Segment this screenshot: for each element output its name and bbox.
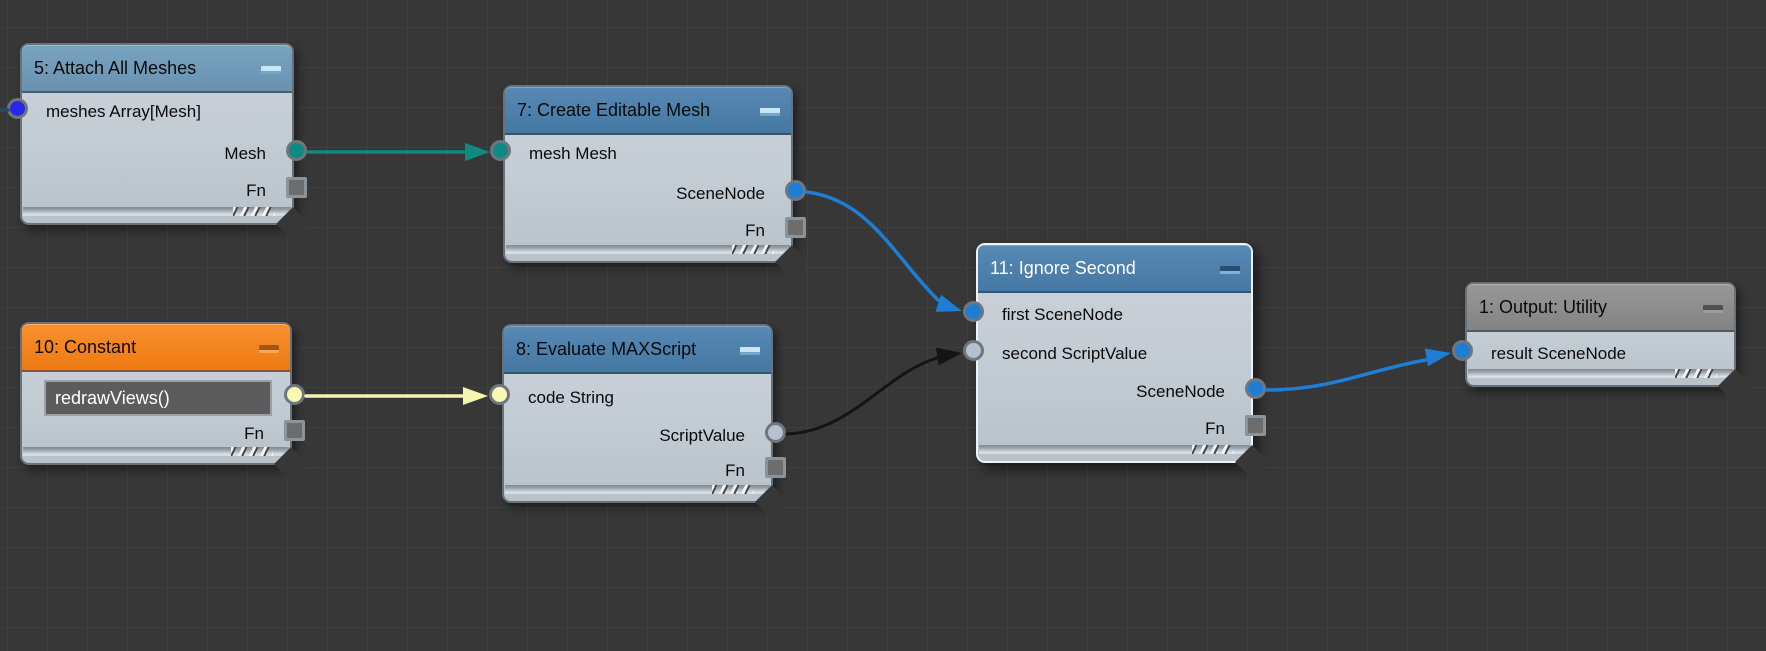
node-header[interactable]: 7: Create Editable Mesh — [505, 87, 791, 135]
port-mesh-out[interactable] — [286, 140, 307, 161]
node-header[interactable]: 1: Output: Utility — [1467, 284, 1734, 332]
port-label: SceneNode — [676, 184, 765, 203]
resize-grip-icon[interactable] — [233, 207, 275, 216]
port-scenenode-out[interactable] — [1245, 378, 1266, 399]
wire-scenenode-to-ignore[interactable] — [805, 190, 962, 312]
wire-scriptvalue[interactable] — [785, 347, 962, 436]
resize-grip-icon[interactable] — [1192, 445, 1234, 454]
wire-mesh[interactable] — [306, 143, 490, 161]
port-scriptvalue-out[interactable] — [765, 422, 786, 443]
port-label: first SceneNode — [1002, 305, 1123, 324]
port-label: Mesh — [224, 144, 266, 163]
wire-arrowhead-icon — [465, 143, 490, 161]
node-title: 7: Create Editable Mesh — [517, 100, 711, 120]
port-label: Fn — [725, 461, 745, 480]
port-first-scenenode-in[interactable] — [963, 301, 984, 322]
port-label: mesh Mesh — [529, 144, 617, 163]
port-fn-out[interactable] — [785, 217, 806, 238]
wire-arrowhead-icon — [463, 387, 488, 405]
resize-grip-icon[interactable] — [1675, 369, 1717, 378]
collapse-button[interactable] — [740, 347, 760, 355]
node-ignore-second[interactable]: 11: Ignore Second first SceneNode second S… — [963, 243, 1269, 479]
wire-arrowhead-icon — [1424, 348, 1451, 367]
node-header[interactable]: 8: Evaluate MAXScript — [504, 326, 771, 374]
port-label: Fn — [244, 424, 264, 443]
node-constant[interactable]: 10: Constant redrawViews() Fn — [20, 322, 308, 481]
port-label: ScriptValue — [659, 426, 745, 445]
port-label: result SceneNode — [1491, 344, 1627, 363]
port-label: Fn — [1205, 419, 1225, 438]
collapse-button[interactable] — [1703, 305, 1723, 313]
port-fn-out[interactable] — [1245, 415, 1266, 436]
port-fn-out[interactable] — [765, 457, 786, 478]
wire-scenenode-to-output[interactable] — [1265, 348, 1451, 392]
node-title: 5: Attach All Meshes — [34, 58, 197, 78]
resize-grip-icon[interactable] — [231, 447, 273, 456]
collapse-button[interactable] — [760, 108, 780, 116]
collapse-button[interactable] — [261, 66, 281, 74]
resize-grip-icon[interactable] — [712, 485, 754, 494]
node-header[interactable]: 10: Constant — [22, 324, 290, 372]
port-label: meshes Array[Mesh] — [46, 102, 201, 121]
node-title: 1: Output: Utility — [1479, 297, 1608, 317]
node-footer — [979, 445, 1250, 454]
wire-code-string[interactable] — [304, 387, 488, 405]
collapse-button[interactable] — [259, 345, 279, 353]
node-title: 11: Ignore Second — [990, 258, 1136, 278]
node-footer — [1468, 369, 1733, 378]
node-title: 10: Constant — [34, 337, 137, 357]
constant-value-input[interactable]: redrawViews() — [44, 380, 272, 416]
node-footer — [23, 207, 291, 216]
port-label: second ScriptValue — [1002, 344, 1148, 363]
node-footer — [506, 245, 790, 254]
node-header[interactable]: 11: Ignore Second — [978, 245, 1251, 293]
collapse-button[interactable] — [1220, 266, 1240, 274]
port-meshes-array-mesh-in[interactable] — [7, 98, 28, 119]
port-value-out[interactable] — [284, 384, 305, 405]
node-footer — [23, 447, 289, 456]
node-footer — [505, 485, 770, 494]
node-attach-all-meshes[interactable]: 5: Attach All Meshes meshes Array[Mesh] Me… — [7, 43, 310, 241]
port-fn-out[interactable] — [286, 177, 307, 198]
node-title: 8: Evaluate MAXScript — [516, 339, 697, 359]
port-label: Fn — [246, 181, 266, 200]
node-header[interactable]: 5: Attach All Meshes — [22, 45, 292, 93]
port-code-string-in[interactable] — [489, 384, 510, 405]
node-output-utility[interactable]: 1: Output: Utility result SceneNode — [1452, 282, 1752, 403]
port-fn-out[interactable] — [284, 420, 305, 441]
wire-arrowhead-icon — [935, 294, 962, 312]
port-scenenode-out[interactable] — [785, 180, 806, 201]
wire-arrowhead-icon — [935, 347, 962, 366]
port-label: Fn — [745, 221, 765, 240]
port-mesh-mesh-in[interactable] — [490, 140, 511, 161]
port-second-scriptvalue-in[interactable] — [963, 340, 984, 361]
port-label: code String — [528, 388, 614, 407]
port-label: SceneNode — [1136, 382, 1225, 401]
port-result-scenenode-in[interactable] — [1452, 340, 1473, 361]
resize-grip-icon[interactable] — [732, 245, 774, 254]
